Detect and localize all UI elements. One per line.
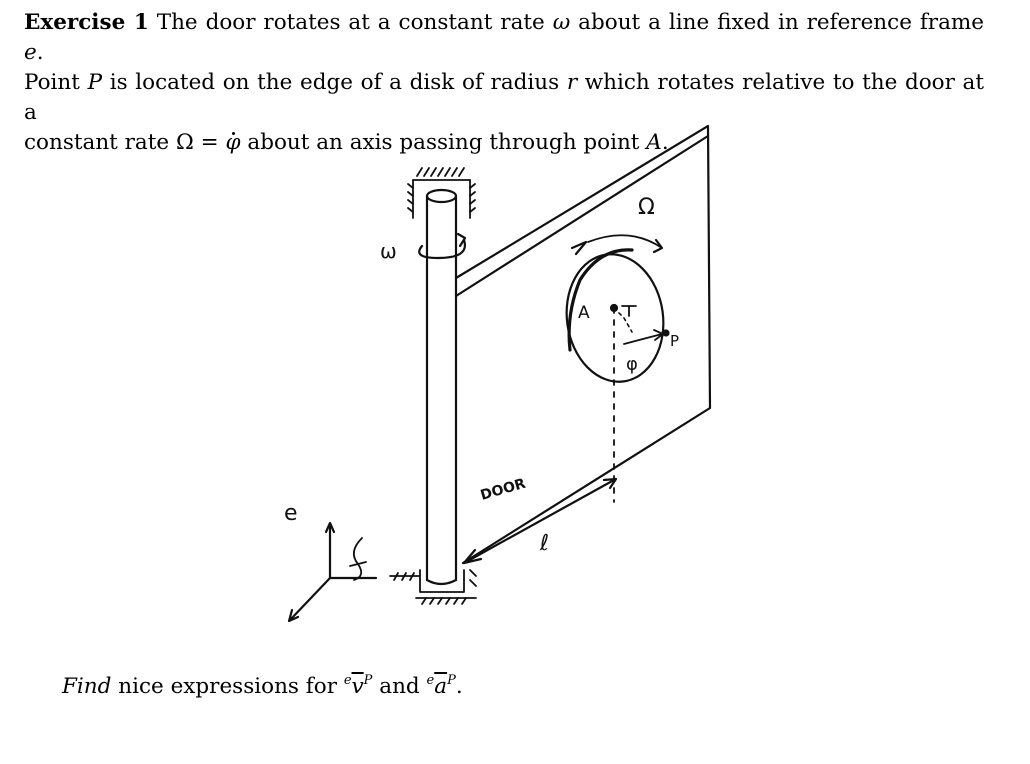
line1-post: about a line fixed in reference frame xyxy=(578,10,985,35)
frame-e-label: e xyxy=(284,501,298,526)
line2-a: Point xyxy=(24,70,80,95)
bottom-bearing xyxy=(389,569,477,605)
point-a-label: A xyxy=(578,303,590,323)
line2-b: is located on the edge of a disk of radi… xyxy=(109,70,560,95)
acceleration-expression: eaP xyxy=(426,673,456,699)
line1-pre: The door rotates at a constant rate xyxy=(156,10,545,35)
problem-line-3: constant rate Ω = φ about an axis passin… xyxy=(24,128,984,158)
point-p-label: P xyxy=(670,332,679,350)
point-p-marker: P φ xyxy=(623,329,679,375)
phi-dot-symbol: φ xyxy=(225,128,240,158)
big-omega-symbol: Ω xyxy=(175,130,194,155)
line2-c: which rotates relative to the door at a xyxy=(24,70,984,125)
line3-b: about an axis passing through point xyxy=(247,130,640,155)
omega-label: ω xyxy=(380,239,397,263)
problem-line-2: Point P is located on the edge of a disk… xyxy=(24,68,984,128)
omega-symbol: ω xyxy=(552,10,571,35)
door-label: DOOR xyxy=(479,476,528,504)
problem-line-1: Exercise 1 The door rotates at a constan… xyxy=(24,8,984,68)
task-statement: Find nice expressions for evP and eaP. xyxy=(62,673,463,699)
top-bracket xyxy=(407,167,476,219)
hinge-post xyxy=(425,188,458,586)
disk: Ω xyxy=(565,195,665,383)
door-panel xyxy=(454,124,712,565)
point-a-symbol: A xyxy=(646,130,662,155)
point-p-symbol: P xyxy=(87,70,103,95)
omega-rotation-arrow: ω xyxy=(380,232,467,263)
door-diagram: ω Ω A P φ DOOR xyxy=(270,118,750,638)
length-dimension: ℓ xyxy=(462,477,618,565)
frame-symbol: e xyxy=(24,40,37,65)
length-label: ℓ xyxy=(539,531,549,556)
exercise-label: Exercise 1 xyxy=(24,10,149,35)
find-word: Find xyxy=(62,674,112,699)
reference-frame: e xyxy=(284,501,378,623)
phi-angle-label: φ xyxy=(626,354,638,375)
and-word: and xyxy=(379,674,420,699)
disk-axis: A xyxy=(578,303,637,503)
problem-statement: Exercise 1 The door rotates at a constan… xyxy=(24,8,984,158)
radius-symbol: r xyxy=(566,70,578,95)
big-omega-label: Ω xyxy=(638,195,655,220)
velocity-expression: evP xyxy=(343,673,373,699)
task-text: nice expressions for xyxy=(118,674,337,699)
line3-a: constant rate xyxy=(24,130,170,155)
equals-sign: = xyxy=(193,130,226,155)
period: . xyxy=(36,40,44,65)
